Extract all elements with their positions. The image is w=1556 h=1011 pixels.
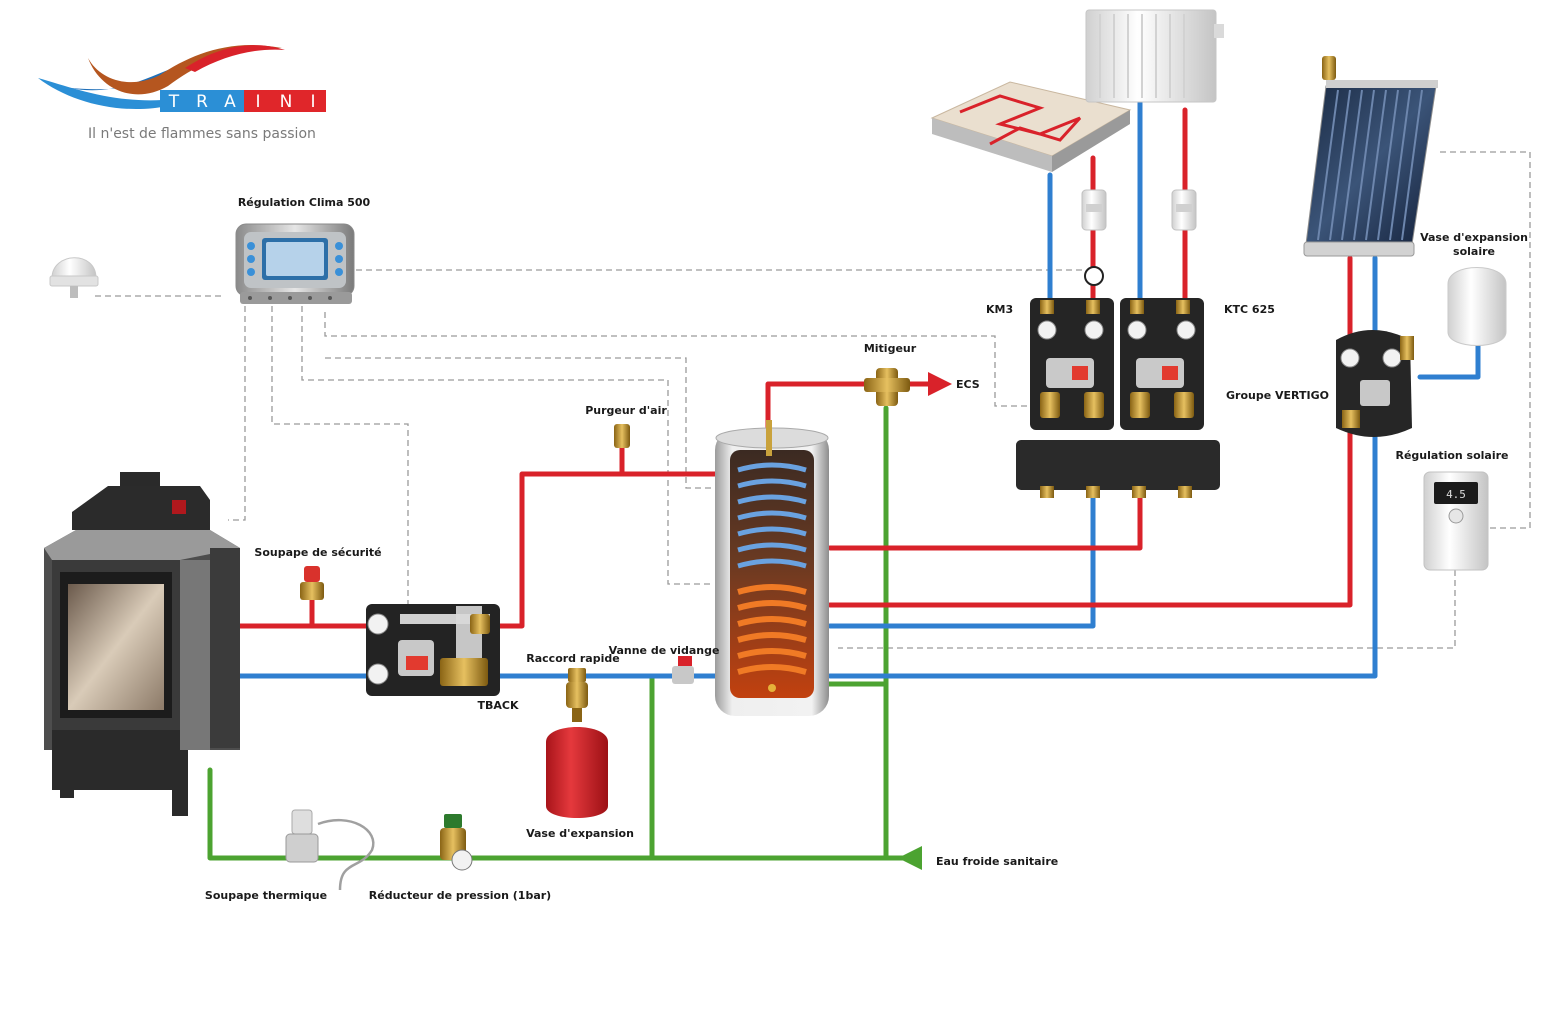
control-lines [95,151,1531,649]
thermostatic-head-right [1171,189,1197,231]
logo-tagline: Il n'est de flammes sans passion [88,126,316,142]
thermostatic-head-left [1081,189,1107,231]
logo-letter-r [188,90,216,112]
cold-water-arrow-icon [898,846,922,870]
svg-text:R: R [196,92,208,112]
label-groupe-vertigo: Groupe VERTIGO [1226,389,1329,402]
svg-text:N: N [280,92,293,112]
label-vase-expansion: Vase d'expansion [526,827,634,840]
pressure-reducer [440,814,473,871]
label-vase-expansion-solaire-2: solaire [1453,245,1495,258]
label-vanne-vidange: Vanne de vidange [609,644,720,657]
upper-coil [737,462,807,569]
air-vent [614,424,630,448]
label-regulation-clima: Régulation Clima 500 [238,196,371,209]
temperature-probe [1084,266,1104,286]
safety-valve [300,566,324,600]
label-eau-froide: Eau froide sanitaire [936,855,1058,868]
ecs-arrow-icon [928,372,952,396]
svg-text:A: A [224,92,236,112]
solar-regulation-display: 4.5 [1446,488,1466,501]
manifold-vertigo [1016,440,1220,498]
drain-valve [672,656,694,684]
logo-letter-a [216,90,244,112]
lower-coil [737,584,807,675]
regulation-clima-500 [235,223,355,304]
svg-text:I: I [255,92,260,112]
quick-coupling [566,668,588,708]
label-tback: TBACK [478,699,519,712]
svg-text:T: T [168,92,180,112]
radiator [1085,9,1224,103]
thermal-relief-valve [285,809,375,891]
solar-pump-station [1336,330,1414,437]
fireplace-insert [44,472,240,816]
label-raccord-rapide: Raccord rapide [526,652,619,665]
label-regulation-solaire: Régulation solaire [1395,449,1508,462]
logo-letter-i [244,90,272,112]
pump-group-km3 [1030,298,1114,430]
label-reducteur-pression: Réducteur de pression (1bar) [369,889,551,902]
mixing-valve [864,368,910,406]
outdoor-sensor [49,257,99,298]
label-km3: KM3 [986,303,1013,316]
pipes [207,95,1481,861]
traini-logo: T R A I N I Il n'est de flammes sans pas… [38,45,326,142]
logo-letter-i2 [300,90,326,112]
label-soupape-securite: Soupape de sécurité [254,546,381,559]
label-soupape-thermique: Soupape thermique [205,889,327,902]
label-mitigeur: Mitigeur [864,342,917,355]
logo-letter-n [272,90,300,112]
storage-tank [715,420,829,716]
label-vase-expansion-solaire: Vase d'expansion [1420,231,1528,244]
pump-group-ktc625 [1120,298,1204,430]
solar-collector [1303,56,1438,257]
tback-unit [366,604,500,696]
svg-text:I: I [310,92,315,112]
solar-regulation: 4.5 [1423,471,1489,571]
floor-heating [930,81,1132,172]
label-ktc625: KTC 625 [1224,303,1275,316]
expansion-vessel [546,708,608,818]
logo-letter-t [160,90,188,112]
label-ecs: ECS [956,378,980,391]
label-purgeur-air: Purgeur d'air [585,404,667,417]
solar-expansion-vessel [1447,267,1507,346]
